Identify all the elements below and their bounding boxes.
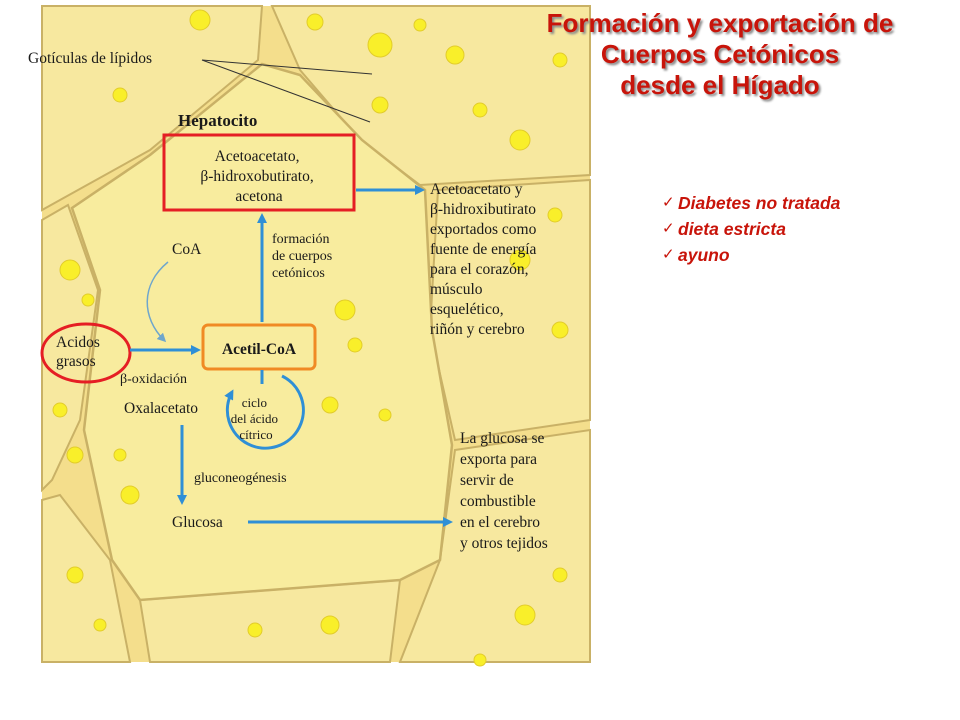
condition-label: ayuno — [678, 245, 730, 265]
glucose-export-line-6: y otros tejidos — [460, 535, 548, 552]
glucose-export-line-3: servir de — [460, 472, 514, 489]
ketone-export-line-7: esquelético, — [430, 301, 504, 318]
condition-label: dieta estricta — [678, 219, 786, 239]
fatty-acids-highlight — [40, 322, 132, 384]
ketone-export-line-3: exportados como — [430, 221, 537, 238]
title-line-2: Cuerpos Cetónicos — [600, 39, 840, 69]
check-icon: ✓ — [662, 220, 675, 237]
ketone-export-text: Acetoacetato y β-hidroxibutirato exporta… — [430, 181, 540, 338]
ketone-bodies-text: Acetoacetato, β-hidroxobutirato, acetona — [200, 148, 317, 205]
cell-bottom-left — [41, 493, 132, 663]
lipid-droplets — [52, 9, 569, 667]
condition-item: ✓ ayuno — [662, 242, 840, 268]
fatty-acids-line-1: Acidos — [56, 334, 100, 351]
ketone-bodies-line-2: β-hidroxobutirato, — [200, 168, 313, 185]
hepatocyte-cell — [70, 62, 454, 602]
citric-cycle-line-3: cítrico — [239, 427, 272, 442]
lipid-leader-line-2 — [201, 59, 371, 123]
glucose-label: Glucosa — [172, 514, 223, 531]
glucose-export-line-2: exporta para — [460, 451, 537, 468]
ketone-bodies-highlight — [162, 133, 356, 212]
ketone-bodies-line-3: acetona — [235, 188, 282, 205]
ketone-export-line-5: para el corazón, — [430, 261, 529, 278]
cell-top-left — [41, 5, 264, 212]
citric-cycle-line-1: ciclo — [242, 395, 267, 410]
citric-cycle-loop — [224, 374, 305, 450]
citric-cycle-text: ciclo del ácido cítrico — [231, 395, 282, 442]
glucose-export-text: La glucosa se exporta para servir de com… — [460, 430, 548, 552]
fatty-acids-text: Acidos grasos — [56, 334, 104, 370]
check-icon: ✓ — [662, 246, 675, 263]
glucose-export-line-4: combustible — [460, 493, 536, 510]
lipid-droplets-label: Gotículas de lípidos — [28, 50, 152, 67]
cell-left — [41, 203, 100, 493]
ketone-formation-text: formación de cuerpos cetónicos — [272, 232, 336, 281]
ketone-formation-line-2: de cuerpos — [272, 249, 332, 264]
fatty-acids-line-2: grasos — [56, 353, 96, 370]
title-line-3: desde el Hígado — [620, 70, 820, 100]
ketone-export-line-6: músculo — [430, 281, 483, 298]
condition-list: ✓ Diabetes no tratada ✓ dieta estricta ✓… — [662, 190, 840, 268]
ketone-export-line-8: riñón y cerebro — [430, 321, 525, 338]
acetyl-coa-label: Acetil-CoA — [222, 341, 297, 358]
ketone-formation-line-1: formación — [272, 232, 330, 247]
condition-label: Diabetes no tratada — [678, 193, 841, 213]
ketone-formation-line-3: cetónicos — [272, 266, 325, 281]
condition-item: ✓ dieta estricta — [662, 216, 840, 242]
ketone-export-line-4: fuente de energía — [430, 241, 537, 258]
condition-item: ✓ Diabetes no tratada — [662, 190, 840, 216]
check-icon: ✓ — [662, 194, 675, 211]
slide-title: Formación y exportación de Cuerpos Cetón… — [480, 8, 960, 101]
acetyl-coa-highlight — [201, 323, 317, 371]
oxaloacetate-label: Oxalacetato — [124, 400, 198, 417]
gluconeogenesis-label: gluconeogénesis — [194, 471, 287, 486]
title-line-1: Formación y exportación de — [546, 8, 894, 38]
ketone-export-line-2: β-hidroxibutirato — [430, 201, 536, 218]
glucose-export-line-5: en el cerebro — [460, 514, 540, 531]
ketone-export-line-1: Acetoacetato y — [430, 181, 523, 198]
coa-label: CoA — [172, 241, 202, 258]
hepatocyte-label: Hepatocito — [178, 111, 257, 130]
glucose-export-line-1: La glucosa se — [460, 430, 544, 447]
beta-oxidation-label: β-oxidación — [120, 372, 187, 387]
ketone-bodies-line-1: Acetoacetato, — [215, 148, 300, 165]
citric-cycle-line-2: del ácido — [231, 411, 278, 426]
coa-curve-arrow — [146, 261, 169, 343]
lipid-leader-line-1 — [201, 59, 373, 75]
